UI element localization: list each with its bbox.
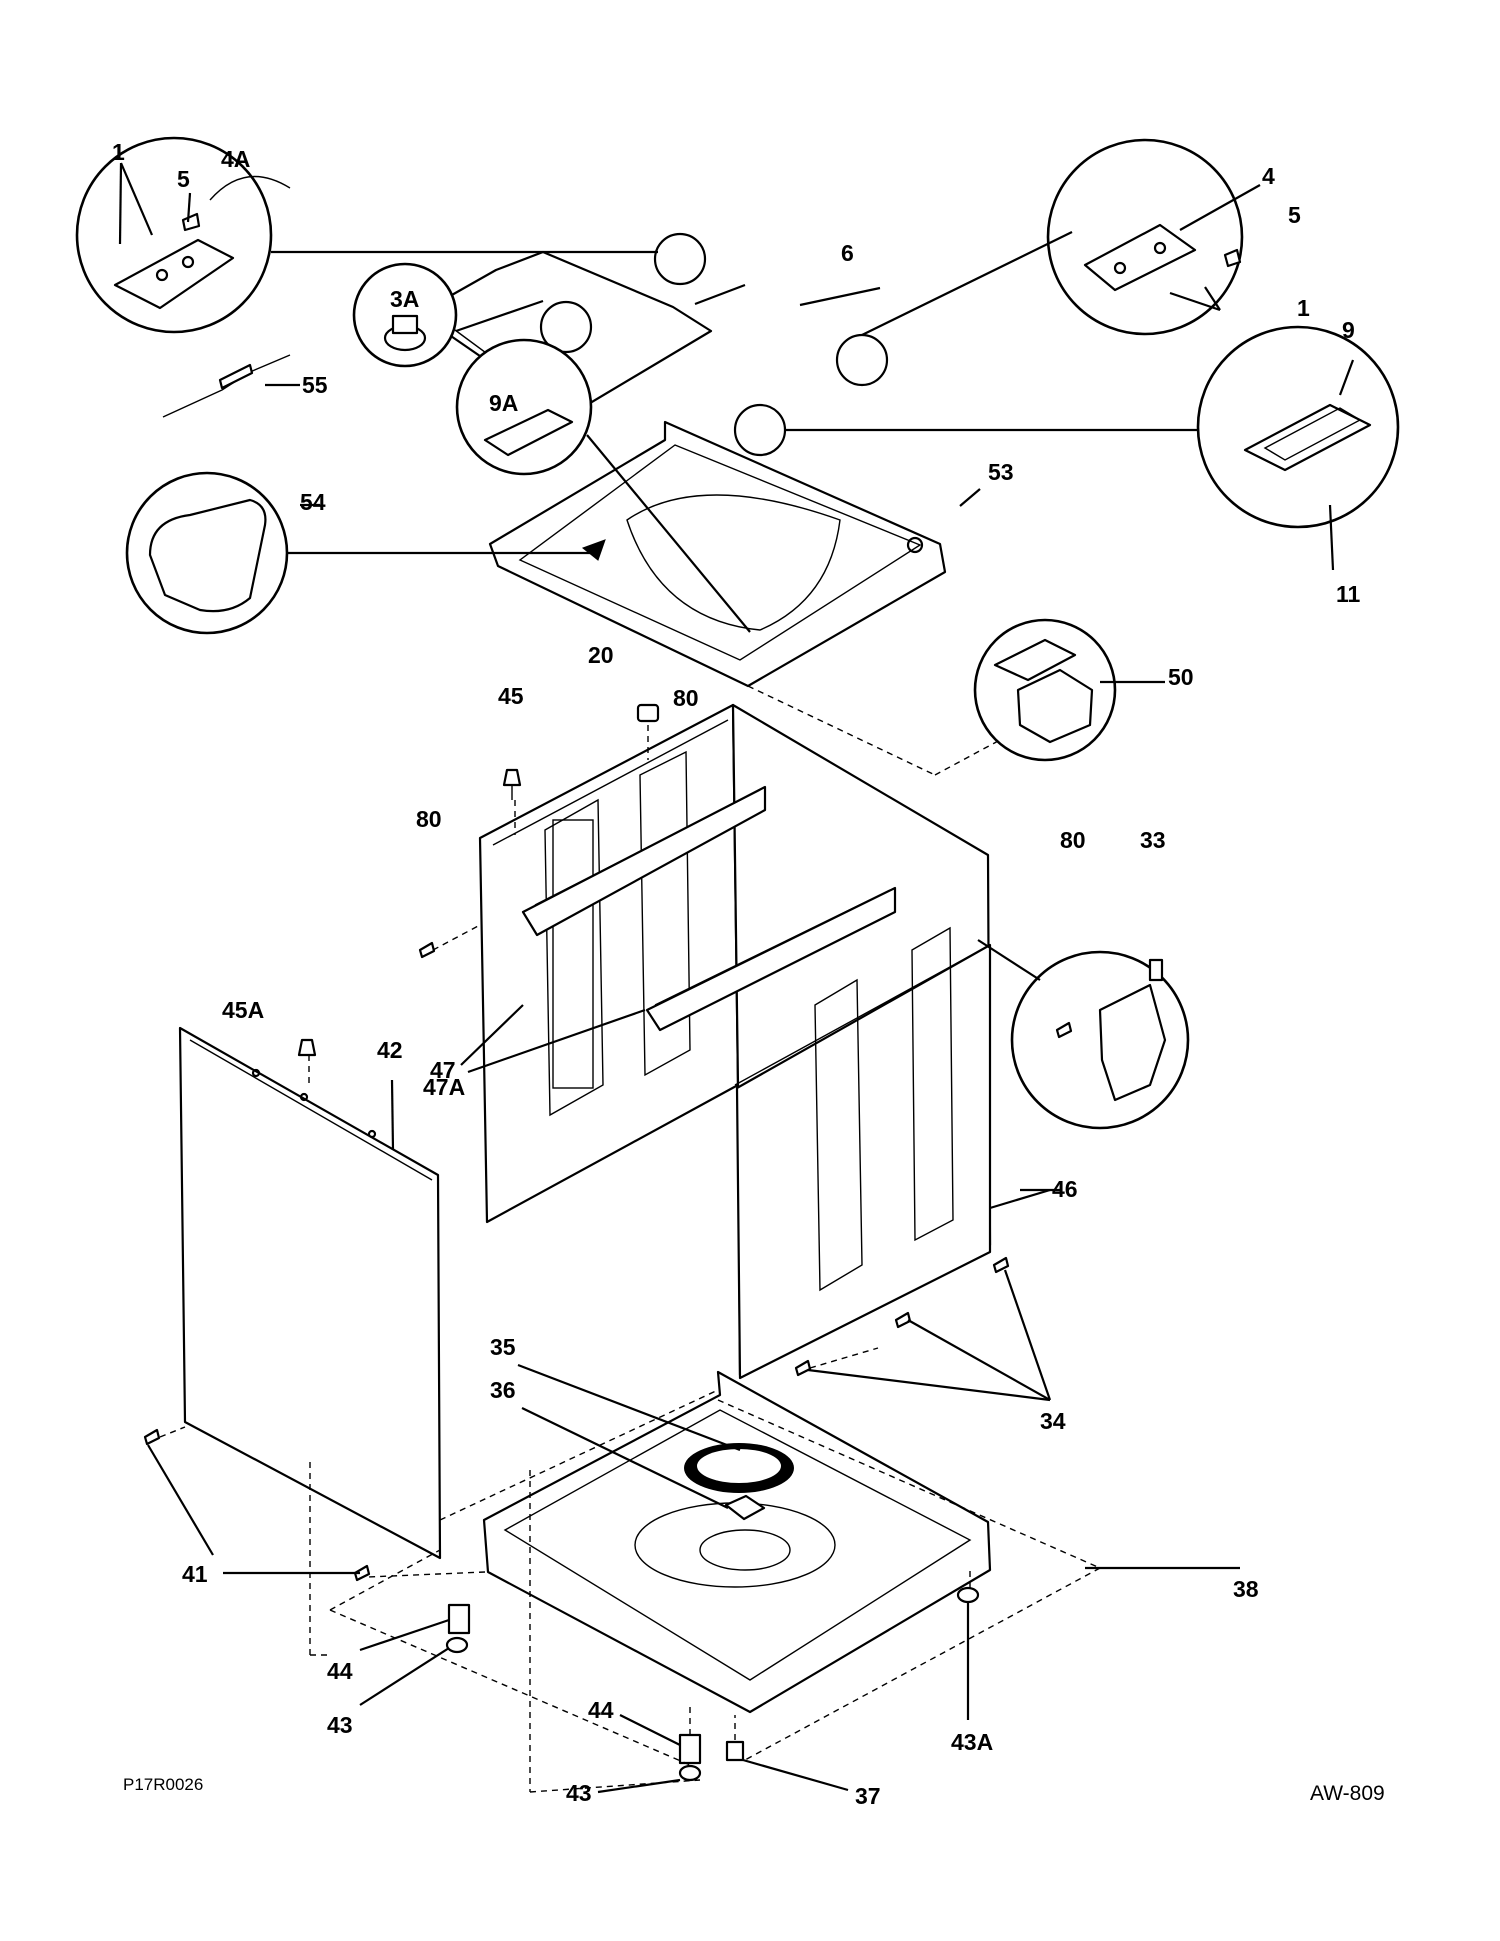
detail-circle-strip-9A bbox=[455, 338, 593, 476]
block-part-36[interactable] bbox=[724, 1494, 766, 1521]
callout-80-left: 80 bbox=[416, 806, 442, 832]
callout-5-left: 5 bbox=[177, 166, 190, 192]
detail-circle-hinge-right bbox=[1046, 138, 1244, 336]
callout-1-right: 1 bbox=[1297, 295, 1310, 321]
front-panel-part-42[interactable] bbox=[178, 1026, 442, 1560]
screw-part-80-left[interactable] bbox=[418, 941, 436, 959]
callout-35: 35 bbox=[490, 1334, 516, 1360]
callout-42: 42 bbox=[377, 1037, 403, 1063]
brace-part-47[interactable] bbox=[645, 886, 897, 1032]
callout-4: 4 bbox=[1262, 163, 1275, 189]
callout-37: 37 bbox=[855, 1783, 881, 1809]
callout-labels: 1 5 4A 6 4 5 1 3A 55 9A 9 53 54 11 20 80… bbox=[112, 139, 1361, 1809]
callout-43-left: 43 bbox=[327, 1712, 353, 1738]
detail-circle-dispenser-54 bbox=[125, 471, 289, 635]
callout-4A: 4A bbox=[221, 146, 250, 172]
callout-20: 20 bbox=[588, 642, 614, 668]
callout-41: 41 bbox=[182, 1561, 208, 1587]
callout-33: 33 bbox=[1140, 827, 1166, 853]
callout-45: 45 bbox=[498, 683, 524, 709]
screw-part-45[interactable] bbox=[502, 768, 522, 800]
callout-46: 46 bbox=[1052, 1176, 1078, 1202]
nut-part-43A[interactable] bbox=[956, 1586, 980, 1604]
screw-part-41-left[interactable] bbox=[143, 1428, 161, 1446]
leveling-leg-bottom-part-44[interactable] bbox=[678, 1733, 702, 1765]
callout-47A: 47A bbox=[423, 1074, 465, 1100]
callout-45A: 45A bbox=[222, 997, 264, 1023]
brace-part-47A[interactable] bbox=[521, 785, 767, 937]
callout-9: 9 bbox=[1342, 317, 1355, 343]
callout-44-left: 44 bbox=[327, 1658, 353, 1684]
callout-80-top: 80 bbox=[673, 685, 699, 711]
leader-lines bbox=[118, 162, 1355, 1794]
screws-part-34[interactable] bbox=[794, 1256, 1010, 1377]
callout-11: 11 bbox=[1336, 581, 1361, 607]
callout-43A: 43A bbox=[951, 1729, 993, 1755]
callout-47: 47 bbox=[430, 1057, 456, 1083]
screw-part-41-bottom[interactable] bbox=[353, 1564, 371, 1582]
clip-part-20[interactable] bbox=[636, 703, 660, 723]
page-code: AW-809 bbox=[1310, 1782, 1385, 1805]
screw-part-45A[interactable] bbox=[297, 1038, 317, 1057]
detail-circle-hinge-left bbox=[75, 136, 291, 334]
callout-43-bottom: 43 bbox=[566, 1780, 592, 1806]
callout-53: 53 bbox=[988, 459, 1014, 485]
callout-54: 54 bbox=[300, 489, 326, 515]
leveling-leg-left-part-44[interactable] bbox=[447, 1603, 471, 1635]
callout-3A: 3A bbox=[390, 286, 419, 312]
callout-44-bottom: 44 bbox=[588, 1697, 614, 1723]
callout-50: 50 bbox=[1168, 664, 1194, 690]
callout-80-right: 80 bbox=[1060, 827, 1086, 853]
top-cover-part-53[interactable] bbox=[488, 420, 947, 688]
detail-circle-part-9 bbox=[1196, 325, 1400, 529]
callout-5-right: 5 bbox=[1288, 202, 1301, 228]
callout-36: 36 bbox=[490, 1377, 516, 1403]
tub-ring-part-35[interactable] bbox=[684, 1443, 794, 1493]
spring-part-55[interactable] bbox=[162, 354, 291, 418]
callout-55: 55 bbox=[302, 372, 328, 398]
callout-9A: 9A bbox=[489, 390, 518, 416]
nut-part-43-bottom[interactable] bbox=[678, 1764, 702, 1782]
dashed-assembly-lines bbox=[159, 685, 1101, 1793]
nut-part-43-left[interactable] bbox=[445, 1636, 469, 1654]
callout-6: 6 bbox=[841, 240, 854, 266]
detail-circle-button-3A bbox=[352, 262, 458, 368]
drawing-code: P17R0026 bbox=[123, 1775, 203, 1794]
callout-1-left: 1 bbox=[112, 139, 125, 165]
detail-circle-switch-50 bbox=[973, 618, 1117, 762]
foot-part-37[interactable] bbox=[725, 1740, 745, 1762]
callout-34: 34 bbox=[1040, 1408, 1066, 1434]
detail-circle-valve-33 bbox=[1010, 950, 1190, 1130]
callout-38: 38 bbox=[1233, 1576, 1259, 1602]
cabinet-front-panel-46[interactable] bbox=[735, 926, 992, 1380]
base-part-38[interactable] bbox=[482, 1370, 992, 1714]
